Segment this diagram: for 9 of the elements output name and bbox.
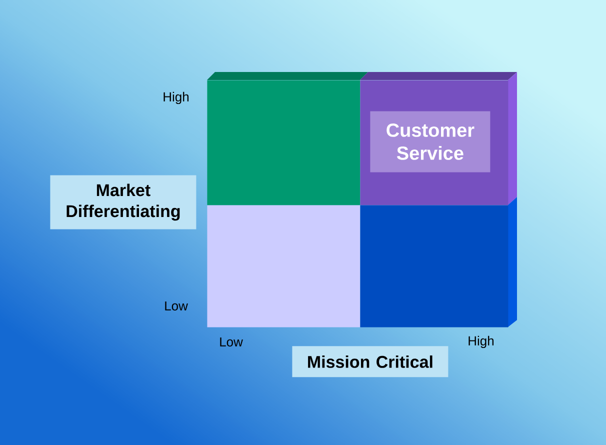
text-box: Market Differentiating [50,175,196,230]
axis-label: High [468,336,494,348]
text-box: Customer Service [370,111,490,172]
axis-label: Low [165,301,188,311]
axis-label: High [164,92,189,104]
text-box: Mission Critical [292,346,448,378]
quadrant-block [207,72,368,206]
quadrant-block [360,197,517,328]
quadrant-block [207,205,360,328]
